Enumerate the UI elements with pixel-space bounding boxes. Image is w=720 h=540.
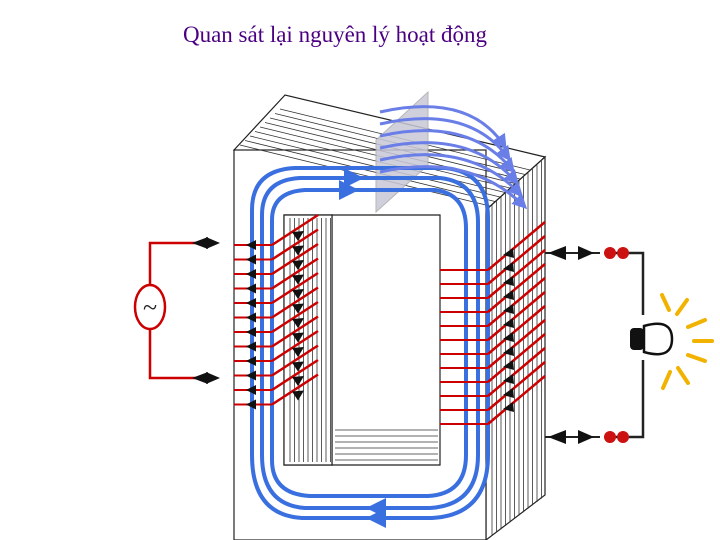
secondary-turn xyxy=(440,291,546,341)
primary-turn xyxy=(234,257,319,294)
primary-turn xyxy=(234,315,319,352)
secondary-turn xyxy=(440,277,546,327)
ac-source-label: ~ xyxy=(143,293,157,322)
primary-turn xyxy=(234,329,319,366)
secondary-winding xyxy=(440,221,546,425)
secondary-turn xyxy=(440,333,546,383)
leakage-flux-line xyxy=(379,165,528,210)
terminal-dot xyxy=(617,247,629,259)
terminal-arrow xyxy=(578,246,594,260)
terminal-dot xyxy=(617,431,629,443)
secondary-terminals xyxy=(545,246,629,444)
terminal-arrow xyxy=(192,372,208,384)
primary-turn xyxy=(234,300,319,337)
secondary-turn xyxy=(440,361,546,411)
primary-turn xyxy=(234,213,319,250)
secondary-turn xyxy=(440,249,546,299)
terminal-arrow xyxy=(192,237,208,249)
primary-turn xyxy=(234,228,319,265)
leakage-flux-line xyxy=(379,117,511,162)
primary-turn xyxy=(234,344,319,381)
primary-turn xyxy=(234,373,319,410)
primary-turn xyxy=(234,358,319,395)
primary-turn xyxy=(234,242,319,279)
leakage-flux-arcs xyxy=(379,105,528,210)
secondary-turn xyxy=(440,305,546,355)
terminal-arrow xyxy=(548,430,566,444)
leakage-flux-line xyxy=(379,105,507,150)
ac-source-icon: ~ xyxy=(133,283,167,331)
terminal-dot xyxy=(604,431,616,443)
secondary-turn xyxy=(440,319,546,369)
lamp-icon xyxy=(630,293,714,390)
leakage-flux-line xyxy=(379,141,519,186)
primary-winding xyxy=(234,213,319,410)
magnetic-flux xyxy=(250,166,490,520)
terminal-arrow xyxy=(206,372,220,384)
secondary-turn xyxy=(440,235,546,285)
flux-direction-arrows xyxy=(325,168,400,528)
page-title: Quan sát lại nguyên lý hoạt động xyxy=(182,22,488,47)
light-rays xyxy=(660,293,714,390)
terminal-arrow xyxy=(578,430,594,444)
terminal-arrow xyxy=(206,237,220,249)
secondary-turn xyxy=(440,347,546,397)
leakage-flux-line xyxy=(379,153,524,198)
terminal-dot xyxy=(604,247,616,259)
primary-turn xyxy=(234,271,319,308)
secondary-turn xyxy=(440,375,546,425)
secondary-turn xyxy=(440,221,546,271)
primary-circuit xyxy=(148,241,200,380)
secondary-turn xyxy=(440,263,546,313)
terminal-arrow xyxy=(548,246,566,260)
primary-terminals xyxy=(192,237,220,384)
primary-turn xyxy=(234,286,319,323)
leakage-flux-line xyxy=(379,129,515,174)
